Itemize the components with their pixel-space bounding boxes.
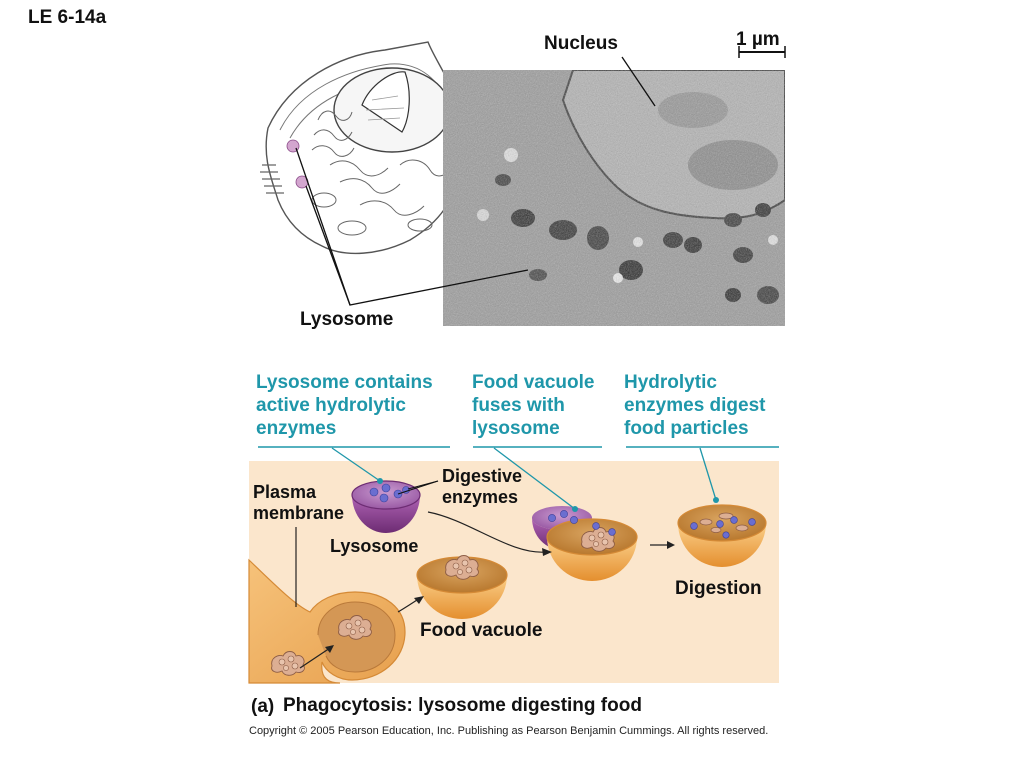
caption-text: Phagocytosis: lysosome digesting food — [283, 695, 642, 716]
step-2-text: Food vacuole fuses with lysosome — [472, 372, 595, 439]
fusing-vacuole — [532, 506, 638, 581]
plasma-membrane-label: Plasma membrane — [253, 482, 345, 523]
lysosome-label-panel: Lysosome — [330, 536, 419, 556]
slide-id: LE 6-14a — [28, 7, 107, 28]
caption-letter: (a) — [251, 696, 275, 717]
scale-bar-label: 1 µm — [736, 29, 780, 50]
digestion-vacuole — [677, 504, 767, 567]
step-1-text: Lysosome contains active hydrolytic enzy… — [256, 372, 433, 439]
digestive-enzymes-label: Digestive enzymes — [442, 466, 523, 507]
step-3-text: Hydrolytic enzymes digest food particles — [624, 372, 766, 439]
nucleus-leader-line — [621, 56, 656, 107]
copyright-notice: Copyright © 2005 Pearson Education, Inc.… — [249, 725, 769, 737]
food-vacuole-label: Food vacuole — [420, 620, 543, 641]
digestion-label: Digestion — [675, 578, 762, 599]
lysosome — [351, 480, 421, 533]
micrograph-annotations — [295, 46, 786, 306]
cell-line-drawing — [260, 41, 463, 255]
lysosome-label-micrograph: Lysosome — [300, 309, 394, 330]
scale-bar — [738, 46, 786, 58]
nucleus-label: Nucleus — [544, 33, 618, 54]
food-vacuole — [416, 555, 508, 619]
electron-micrograph — [443, 70, 785, 326]
